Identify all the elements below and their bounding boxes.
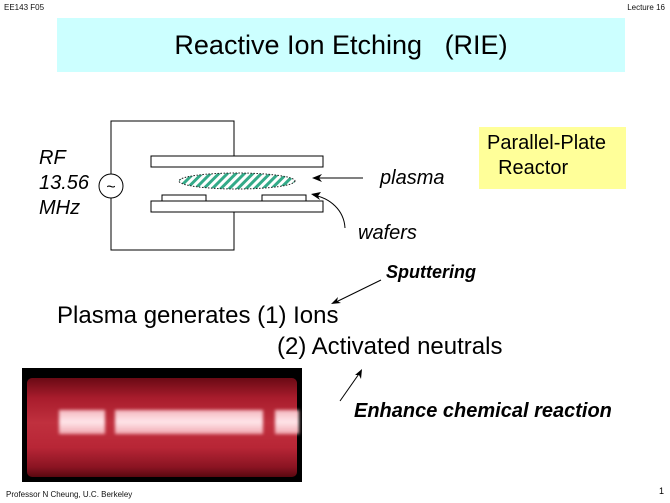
reactor-line-1: Parallel-Plate	[487, 132, 606, 154]
wafers-label: wafers	[358, 222, 417, 244]
bottom-electrode	[150, 200, 324, 213]
lecture-label: Lecture 16	[627, 3, 665, 12]
rf-label: RF	[39, 147, 66, 169]
circuit-wire	[110, 198, 235, 251]
unit-label: MHz	[39, 197, 81, 219]
glow-band	[59, 410, 105, 434]
reactor-type-callout: Parallel-Plate Reactor	[479, 127, 626, 189]
activated-neutrals-line: (2) Activated neutrals	[277, 333, 503, 360]
rf-source-icon	[98, 173, 124, 199]
enhance-arrow	[339, 370, 362, 402]
plasma-chamber-image	[27, 378, 299, 477]
frequency-label: 13.56	[39, 172, 90, 194]
sputtering-label: Sputtering	[386, 262, 476, 282]
top-electrode	[150, 155, 324, 168]
plasma-label: plasma	[380, 167, 445, 189]
wafer	[261, 194, 307, 202]
course-label: EE143 F05	[4, 3, 45, 12]
footer-author: Professor N Cheung, U.C. Berkeley	[6, 490, 133, 499]
circuit-wire	[110, 120, 235, 174]
ac-symbol: ~	[106, 179, 115, 196]
plasma-photo	[22, 368, 302, 482]
sputtering-arrow	[333, 279, 382, 304]
page-number: 1	[658, 486, 664, 496]
enhance-label: Enhance chemical reaction	[354, 400, 612, 422]
glow-band	[275, 410, 299, 434]
title-banner: Reactive Ion Etching (RIE)	[57, 18, 625, 72]
wafer	[161, 194, 207, 202]
plasma-generates-line: Plasma generates (1) Ions	[57, 302, 339, 329]
glow-band	[115, 410, 263, 434]
plasma-glow	[178, 172, 296, 190]
slide-title: Reactive Ion Etching (RIE)	[174, 29, 508, 60]
reactor-line-2: Reactor	[487, 157, 569, 179]
